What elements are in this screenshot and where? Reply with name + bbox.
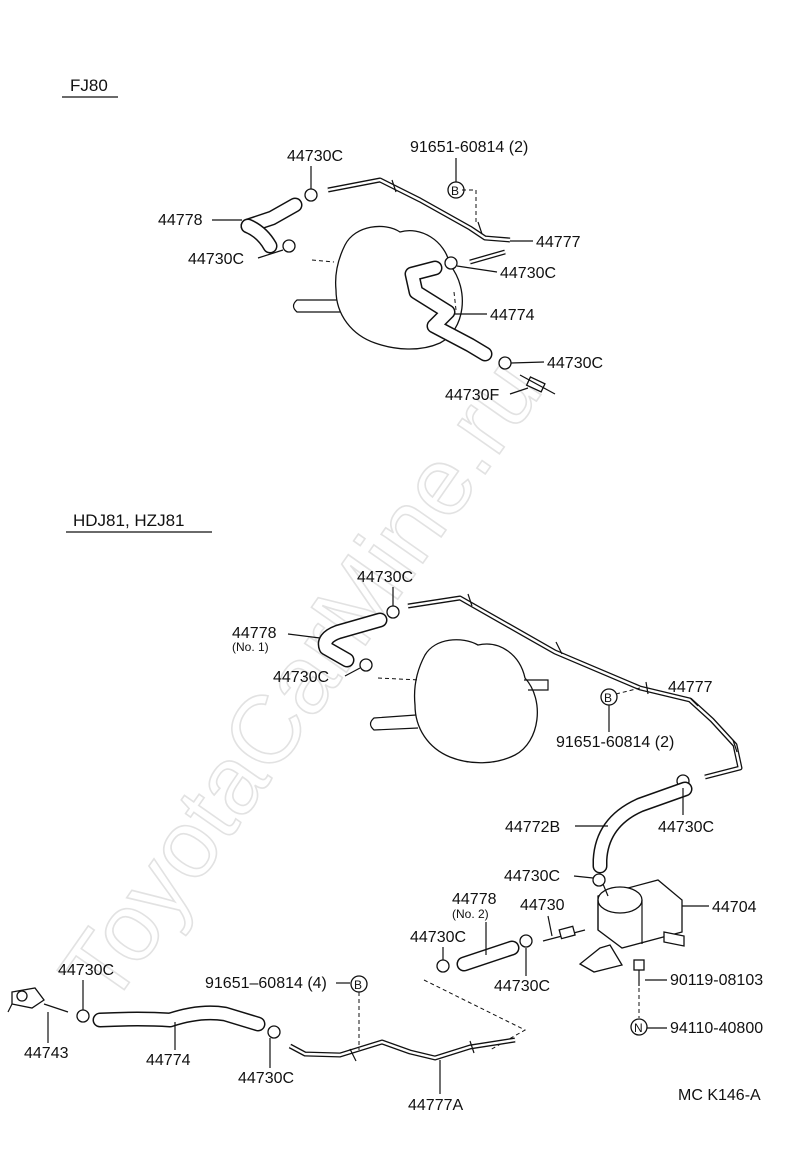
hose-44774 bbox=[404, 260, 493, 362]
hose-44772b bbox=[592, 781, 693, 874]
clip-icon bbox=[519, 934, 533, 948]
clip-icon bbox=[436, 959, 450, 973]
label-hose-44774: 44774 bbox=[146, 1052, 191, 1069]
clip-icon bbox=[444, 256, 458, 270]
clip-icon bbox=[498, 356, 512, 370]
label-hose-44778: 44778 bbox=[158, 212, 203, 229]
valve-44730f bbox=[519, 374, 556, 395]
label-fitting-44743: 44743 bbox=[24, 1045, 69, 1062]
clip-icon bbox=[267, 1025, 281, 1039]
label-bolt-90119: 90119-08103 bbox=[670, 972, 763, 989]
fitting-44743 bbox=[7, 987, 69, 1013]
marker-b1: B bbox=[604, 691, 612, 705]
clip-icon bbox=[76, 1009, 90, 1023]
clip-icon bbox=[304, 188, 318, 202]
pipe-44777a bbox=[288, 1037, 516, 1062]
brake-booster bbox=[334, 225, 463, 350]
label-clip-top: 44730C bbox=[287, 148, 343, 165]
label-clip-low: 44730C bbox=[547, 355, 603, 372]
label-bolt-ref: 91651-60814 (2) bbox=[410, 139, 528, 156]
booster-rod bbox=[369, 714, 419, 731]
marker-n: N bbox=[634, 1021, 643, 1035]
label-clip-no2-left: 44730C bbox=[410, 929, 466, 946]
label-no2: (No. 2) bbox=[452, 907, 489, 921]
leader bbox=[510, 361, 545, 364]
leader-dash bbox=[311, 259, 335, 263]
label-valve-44730: 44730 bbox=[520, 897, 565, 914]
booster-port bbox=[524, 679, 549, 691]
hose-44778-no2 bbox=[456, 940, 520, 972]
clip-icon bbox=[592, 873, 606, 887]
label-hose-44778-no1: 44778 bbox=[232, 625, 277, 642]
leader bbox=[456, 265, 498, 273]
hose-44778 bbox=[240, 197, 303, 254]
diagram-code: MC K146-A bbox=[678, 1087, 761, 1104]
label-hose-44772b: 44772B bbox=[505, 819, 560, 836]
label-clip-mid: 44730C bbox=[500, 265, 556, 282]
section-fj80: FJ80 bbox=[62, 76, 603, 404]
label-no1: (No. 1) bbox=[232, 640, 269, 654]
section-title-fj80: FJ80 bbox=[70, 76, 108, 95]
clip-icon bbox=[386, 605, 400, 619]
label-bolt-ref: 91651-60814 (2) bbox=[556, 734, 674, 751]
label-bolt-ref-4: 91651–60814 (4) bbox=[205, 975, 327, 992]
leader bbox=[547, 915, 553, 937]
marker-b: B bbox=[451, 184, 459, 198]
label-hose-44774: 44774 bbox=[490, 307, 535, 324]
leader bbox=[257, 249, 284, 259]
leader bbox=[344, 667, 361, 677]
leader-dash bbox=[462, 189, 477, 222]
label-pipe-44777: 44777 bbox=[668, 679, 713, 696]
clip-icon bbox=[359, 658, 373, 672]
hose-44774-lower bbox=[92, 1005, 266, 1032]
leader-dash bbox=[615, 687, 641, 695]
tank-44704 bbox=[578, 879, 685, 973]
clip-icon bbox=[282, 239, 296, 253]
label-clip-bottom-mid: 44730C bbox=[238, 1070, 294, 1087]
hose-44778-no1 bbox=[317, 612, 388, 668]
leader-dash bbox=[377, 677, 421, 681]
label-clip-bottom-left: 44730C bbox=[58, 962, 114, 979]
brake-booster bbox=[413, 639, 538, 764]
section-title-hdj81: HDJ81, HZJ81 bbox=[73, 511, 184, 530]
label-clip-left: 44730C bbox=[273, 669, 329, 686]
label-tank-44704: 44704 bbox=[712, 899, 757, 916]
section-hdj81: HDJ81, HZJ81 B bbox=[7, 511, 763, 1114]
valve-44730 bbox=[542, 925, 586, 942]
label-clip-right: 44730C bbox=[658, 819, 714, 836]
label-clip-top: 44730C bbox=[357, 569, 413, 586]
booster-rod bbox=[292, 299, 340, 313]
label-pipe-44777a: 44777A bbox=[408, 1097, 463, 1114]
leader bbox=[287, 633, 321, 639]
label-hose-44778-no2: 44778 bbox=[452, 891, 497, 908]
label-clip-left: 44730C bbox=[188, 251, 244, 268]
label-valve-44730f: 44730F bbox=[445, 387, 499, 404]
pipe-44777 bbox=[407, 593, 743, 780]
label-clip-tank: 44730C bbox=[504, 868, 560, 885]
label-pipe-44777: 44777 bbox=[536, 234, 581, 251]
pipe-44777 bbox=[327, 177, 511, 265]
leader-dash bbox=[423, 979, 527, 1051]
bolt-90119 bbox=[633, 959, 645, 986]
leader bbox=[509, 387, 529, 395]
leader-dash bbox=[453, 291, 457, 311]
label-nut-94110: 94110-40800 bbox=[670, 1020, 763, 1037]
leader bbox=[573, 875, 594, 879]
marker-b2: B bbox=[354, 978, 362, 992]
marker-n-icon bbox=[630, 1018, 648, 1036]
label-clip-no2-right: 44730C bbox=[494, 978, 550, 995]
leader bbox=[689, 697, 699, 707]
